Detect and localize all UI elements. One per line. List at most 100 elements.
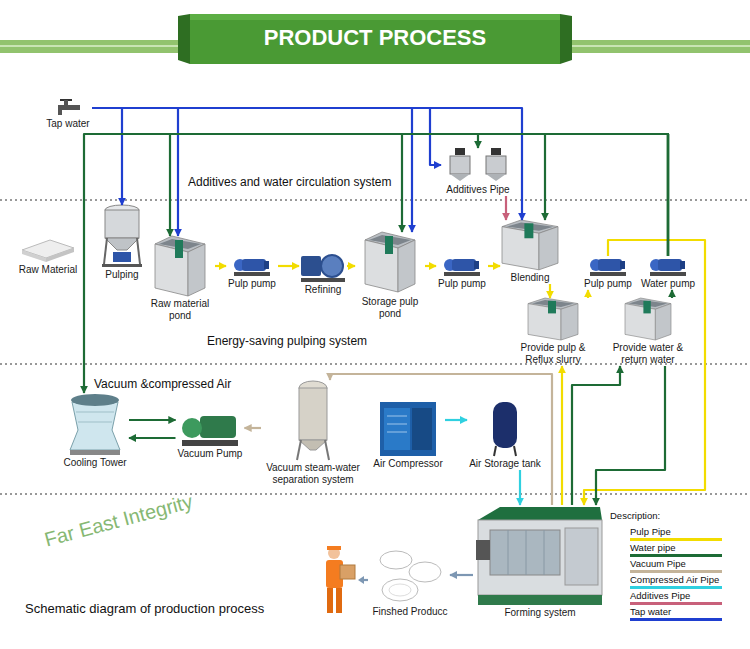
illustration-slot [625, 298, 671, 340]
equipment-node: Cooling Tower [61, 393, 129, 469]
air-compressor-illustration-part [387, 432, 407, 433]
cooling-tower-illustration-part [78, 422, 112, 423]
product-illustration-part [409, 562, 441, 582]
separator-tank-illustration-part [299, 440, 327, 450]
forming-machine-illustration-part [478, 507, 602, 520]
equipment-node: Additives Pipe [441, 148, 515, 196]
vacuum-pump-illustration-part [182, 418, 202, 438]
equipment-label: Water pump [641, 278, 695, 290]
pulper-illustration-part [105, 238, 139, 250]
legend-text: Additives Pipe [630, 590, 722, 601]
pond-illustration [155, 220, 671, 340]
equipment-label: Refining [305, 284, 342, 296]
pipe-line [549, 284, 551, 298]
separator-tank-illustration-part [297, 440, 301, 460]
legend-row: Compressed Air Pipe [630, 574, 722, 589]
raw-material-sheet-part [46, 248, 74, 262]
equipment-node: Pulp pump [436, 256, 488, 290]
pump-illustration-part [650, 259, 686, 276]
equipment-label: Pulp pump [584, 278, 632, 290]
additive-tanks-part [450, 156, 470, 174]
equipment-label: Additives Pipe [446, 184, 509, 196]
delivery-arrow [358, 576, 368, 584]
worker-illustration [326, 546, 355, 613]
equipment-label: Raw material pond [147, 298, 213, 322]
pipe-line [545, 134, 668, 256]
legend-swatch [630, 602, 722, 605]
pipe-line [92, 108, 522, 220]
pond-illustration-part [365, 232, 415, 292]
legend-swatch [630, 554, 722, 557]
equipment-node: Blending [500, 220, 560, 284]
equipment-node: Pulp pump [582, 256, 634, 290]
pipe-line [505, 196, 507, 220]
section-label: Vacuum &compressed Air [92, 377, 233, 391]
illustration-slot [490, 400, 520, 456]
pipe-line [445, 419, 467, 421]
forming-machine-illustration-part [526, 530, 527, 575]
faucet-icon [58, 99, 80, 115]
banner-part [190, 14, 560, 64]
equipment-node: Vacuum Pump [176, 412, 245, 460]
equipment-label: Raw Material [19, 264, 77, 276]
cooling-tower-illustration-part [70, 450, 120, 455]
forming-machine-illustration-part [478, 595, 602, 605]
illustration-slot [234, 256, 270, 276]
illustration-slot [443, 148, 513, 182]
pipe-line [671, 290, 673, 298]
legend-swatch [630, 618, 722, 621]
equipment-node: Storage pulp pond [355, 232, 425, 320]
pipe-line [92, 108, 122, 205]
legend-row: Additives Pipe [630, 590, 722, 605]
equipment-label: Blending [511, 272, 550, 284]
equipment-label: Provide pulp & Reflux slurry [512, 342, 594, 366]
pipe-line [519, 470, 521, 505]
additive-tanks [450, 148, 506, 181]
illustration-slot [528, 298, 578, 340]
equipment-node: Raw material pond [145, 236, 215, 322]
pump-illustration-part [590, 259, 626, 276]
pipe-line [170, 134, 668, 256]
illustration-slot [155, 236, 205, 296]
banner [0, 14, 750, 64]
equipment-node: Provide water & return water [605, 298, 691, 366]
pipe-line [245, 427, 262, 429]
pipe-line [584, 240, 705, 505]
pulper-illustration-part [113, 252, 131, 262]
illustration-slot [365, 232, 415, 294]
cooling-tower-illustration [70, 394, 120, 455]
worker-illustration-part [327, 588, 333, 613]
pipe-line [488, 265, 500, 267]
product-illustration [380, 551, 441, 601]
legend-text: Tap water [630, 606, 722, 617]
equipment-node: Tap water [44, 100, 92, 130]
air-compressor-illustration-part [387, 424, 407, 425]
legend-text: Compressed Air Pipe [630, 574, 722, 585]
pipe-line [92, 108, 412, 232]
equipment-node: Vacuum steam-water separation system [261, 380, 365, 486]
equipment-label: Finshed Producc [372, 606, 447, 618]
additive-tanks-part [486, 156, 506, 174]
legend-row: Tap water [630, 606, 722, 621]
section-label: Energy-saving pulping system [205, 334, 369, 348]
legend-row: Vacuum Pipe [630, 558, 722, 573]
illustration-slot [66, 393, 124, 455]
pipe-line [587, 290, 589, 298]
illustration-slot [293, 380, 333, 460]
air-compressor-illustration [380, 402, 436, 456]
illustration-slot [444, 256, 480, 276]
banner-part [560, 14, 572, 64]
equipment-label: Forming system [504, 607, 575, 619]
equipment-node: Finshed Producc [370, 548, 450, 618]
section-label: Additives and water circulation system [186, 175, 393, 189]
faucet-icon-part [58, 105, 62, 115]
worker-illustration-part [328, 547, 340, 559]
illustration-slot [301, 250, 345, 282]
cooling-tower-illustration-part [71, 394, 119, 406]
equipment-label: Cooling Tower [63, 457, 126, 469]
pipe-line [215, 265, 226, 267]
pulper-illustration [102, 205, 142, 267]
illustration-slot [475, 505, 605, 605]
forming-machine-illustration-part [490, 530, 560, 575]
equipment-node: Air Storage tank [467, 400, 543, 470]
